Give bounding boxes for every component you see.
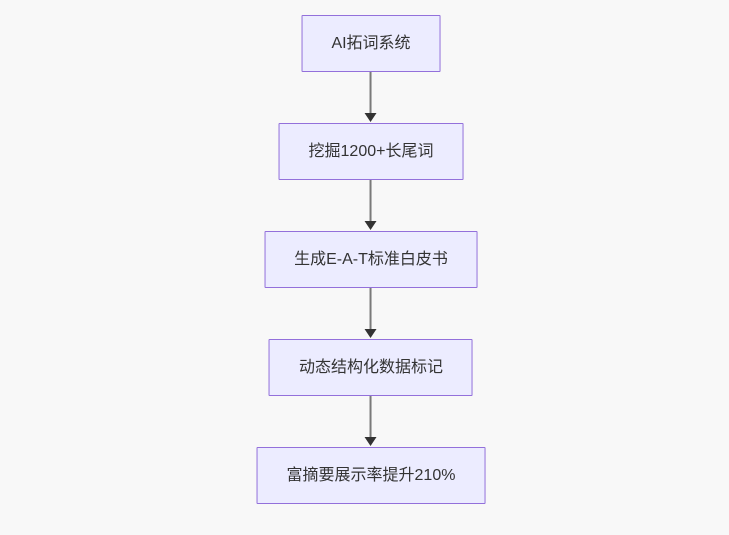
edge-line [370, 396, 372, 439]
flowchart-column: AI拓词系统 挖掘1200+长尾词 生成E-A-T标准白皮书 动态结构化数据标记 [256, 15, 486, 504]
edge-connector-3 [364, 288, 378, 339]
flow-node-longtail-keywords: 挖掘1200+长尾词 [278, 123, 464, 180]
flow-node-label: AI拓词系统 [331, 34, 411, 52]
arrow-down-icon [365, 221, 377, 230]
flow-node-label: 富摘要展示率提升210% [286, 466, 456, 484]
arrow-down-icon [365, 437, 377, 446]
edge-connector-2 [364, 180, 378, 231]
edge-line [370, 180, 372, 223]
edge-line [370, 288, 372, 331]
flow-node-label: 动态结构化数据标记 [298, 358, 443, 376]
flow-node-label: 挖掘1200+长尾词 [308, 142, 434, 160]
edge-connector-1 [364, 72, 378, 123]
edge-connector-4 [364, 396, 378, 447]
flow-node-structured-data-markup: 动态结构化数据标记 [268, 339, 473, 396]
flow-node-label: 生成E-A-T标准白皮书 [294, 250, 448, 268]
flow-node-ai-word-expansion-system: AI拓词系统 [301, 15, 441, 72]
arrow-down-icon [365, 113, 377, 122]
edge-line [370, 72, 372, 115]
flow-node-rich-snippet-rate: 富摘要展示率提升210% [256, 447, 486, 504]
flow-node-eat-whitepaper: 生成E-A-T标准白皮书 [264, 231, 478, 288]
arrow-down-icon [365, 329, 377, 338]
